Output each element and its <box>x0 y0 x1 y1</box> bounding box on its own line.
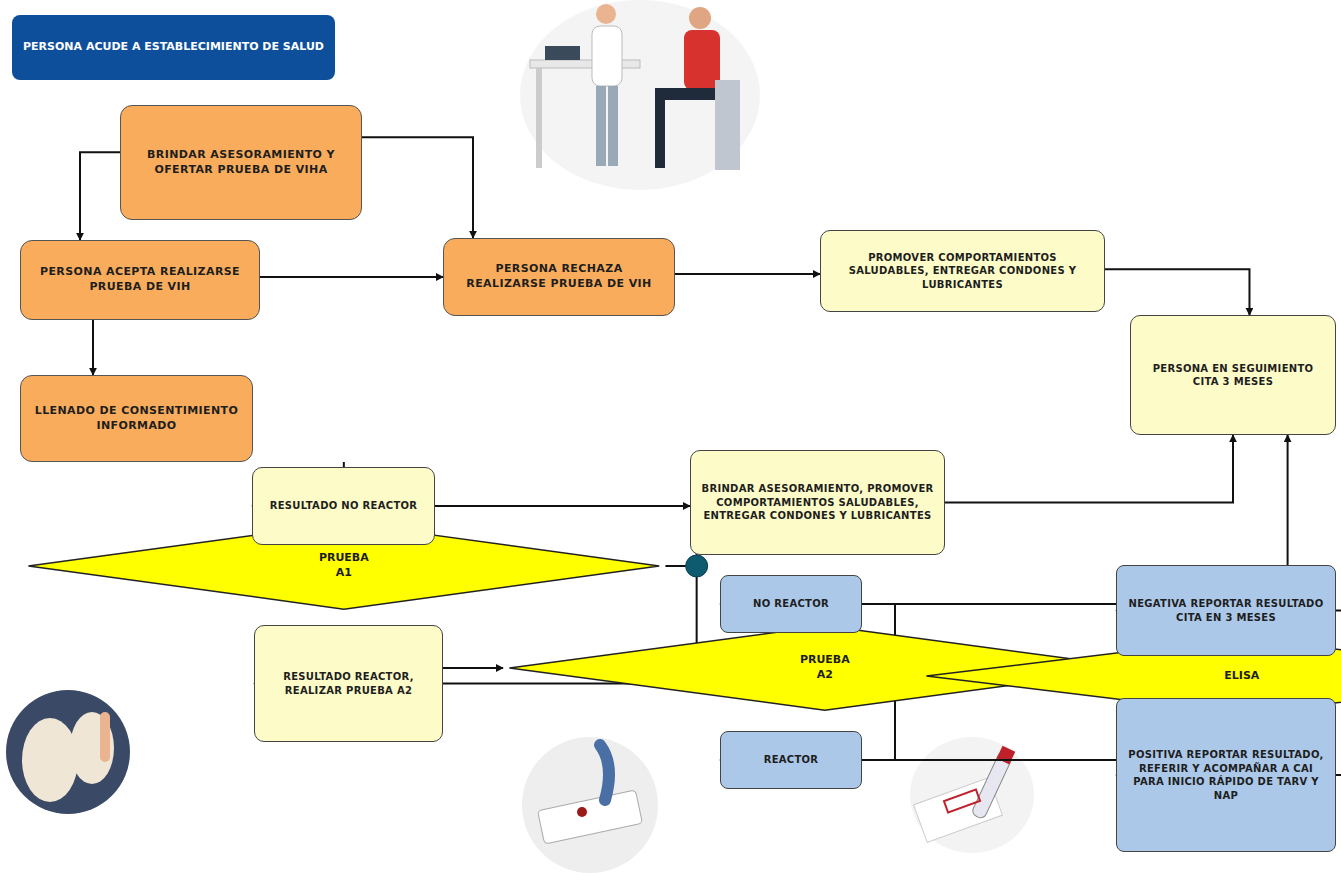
result-box: NO REACTOR <box>720 575 862 633</box>
result-box: REACTOR <box>720 731 862 789</box>
process-box: LLENADO DE CONSENTIMIENTO INFORMADO <box>20 375 253 462</box>
connector <box>945 435 1233 503</box>
connector <box>1287 435 1289 565</box>
start-box: PERSONA ACUDE A ESTABLECIMIENTO DE SALUD <box>12 15 335 80</box>
doctor-coat <box>592 26 622 86</box>
result-box: POSITIVA REPORTAR RESULTADO, REFERIR Y A… <box>1116 698 1336 852</box>
connector <box>675 273 820 275</box>
info-box: RESULTADO REACTOR, REALIZAR PRUEBA A2 <box>254 625 443 742</box>
vignette <box>522 737 658 873</box>
node-text: BRINDAR ASESORAMIENTO, PROMOVER COMPORTA… <box>701 482 934 523</box>
chair <box>715 80 740 170</box>
desk-leg <box>536 68 542 168</box>
tube-cap <box>997 746 1016 765</box>
junction-dot <box>686 555 708 577</box>
node-text: POSITIVA REPORTAR RESULTADO, REFERIR Y A… <box>1127 748 1325 802</box>
info-box: RESULTADO NO REACTOR <box>252 467 435 545</box>
doctor-leg <box>596 86 606 166</box>
info-box: PROMOVER COMPORTAMIENTOS SALUDABLES, ENT… <box>820 230 1105 312</box>
node-text: PRUEBA A1 <box>319 551 369 581</box>
connector <box>92 320 94 375</box>
device <box>545 46 580 60</box>
rapid-test-illustration <box>522 737 658 873</box>
connector <box>260 276 443 278</box>
gloved-hand <box>70 712 114 784</box>
node-text: PERSONA RECHAZA REALIZARSE PRUEBA DE VIH <box>454 262 664 292</box>
node-text: PERSONA EN SEGUIMIENTO CITA 3 MESES <box>1141 362 1325 389</box>
consultation-illustration <box>520 0 760 190</box>
process-box: BRINDAR ASESORAMIENTO Y OFERTAR PRUEBA D… <box>120 105 362 220</box>
finger-prick-illustration <box>6 690 130 814</box>
node-text: LLENADO DE CONSENTIMIENTO INFORMADO <box>31 404 242 434</box>
vignette <box>520 0 760 190</box>
gloved-hand <box>22 718 78 802</box>
process-box: PERSONA RECHAZA REALIZARSE PRUEBA DE VIH <box>443 238 675 316</box>
doctor-head <box>596 4 616 24</box>
node-text: PERSONA ACEPTA REALIZARSE PRUEBA DE VIH <box>31 265 249 295</box>
blood-drop <box>577 807 587 817</box>
node-text: REACTOR <box>764 753 819 767</box>
info-box: BRINDAR ASESORAMIENTO, PROMOVER COMPORTA… <box>690 450 945 555</box>
patient-hoodie <box>684 30 720 90</box>
doctor-leg <box>608 86 618 166</box>
test-cassette <box>538 790 643 844</box>
gloved-finger <box>600 745 609 800</box>
patient-leg <box>655 98 665 168</box>
connector <box>443 667 503 669</box>
connector <box>362 137 473 238</box>
node-text: PERSONA ACUDE A ESTABLECIMIENTO DE SALUD <box>23 40 324 55</box>
node-text: ELISA <box>1224 669 1259 684</box>
patient-head <box>689 7 711 29</box>
node-text: NEGATIVA REPORTAR RESULTADO CITA EN 3 ME… <box>1127 597 1325 624</box>
connector <box>1105 269 1249 315</box>
stamp <box>944 790 980 813</box>
connector <box>435 505 690 507</box>
node-text: BRINDAR ASESORAMIENTO Y OFERTAR PRUEBA D… <box>131 148 351 178</box>
node-text: RESULTADO REACTOR, REALIZAR PRUEBA A2 <box>265 670 432 697</box>
node-text: PROMOVER COMPORTAMIENTOS SALUDABLES, ENT… <box>831 251 1094 292</box>
sample-tube-illustration <box>910 737 1034 853</box>
node-text: PRUEBA A2 <box>800 653 850 683</box>
result-box: NEGATIVA REPORTAR RESULTADO CITA EN 3 ME… <box>1116 565 1336 656</box>
node-text: RESULTADO NO REACTOR <box>270 499 418 513</box>
node-text: NO REACTOR <box>753 597 829 611</box>
vignette <box>6 690 130 814</box>
process-box: PERSONA ACEPTA REALIZARSE PRUEBA DE VIH <box>20 240 260 320</box>
desk <box>530 60 640 68</box>
finger <box>100 712 110 762</box>
vignette <box>910 737 1034 853</box>
info-box: PERSONA EN SEGUIMIENTO CITA 3 MESES <box>1130 315 1336 435</box>
connector <box>80 152 120 240</box>
